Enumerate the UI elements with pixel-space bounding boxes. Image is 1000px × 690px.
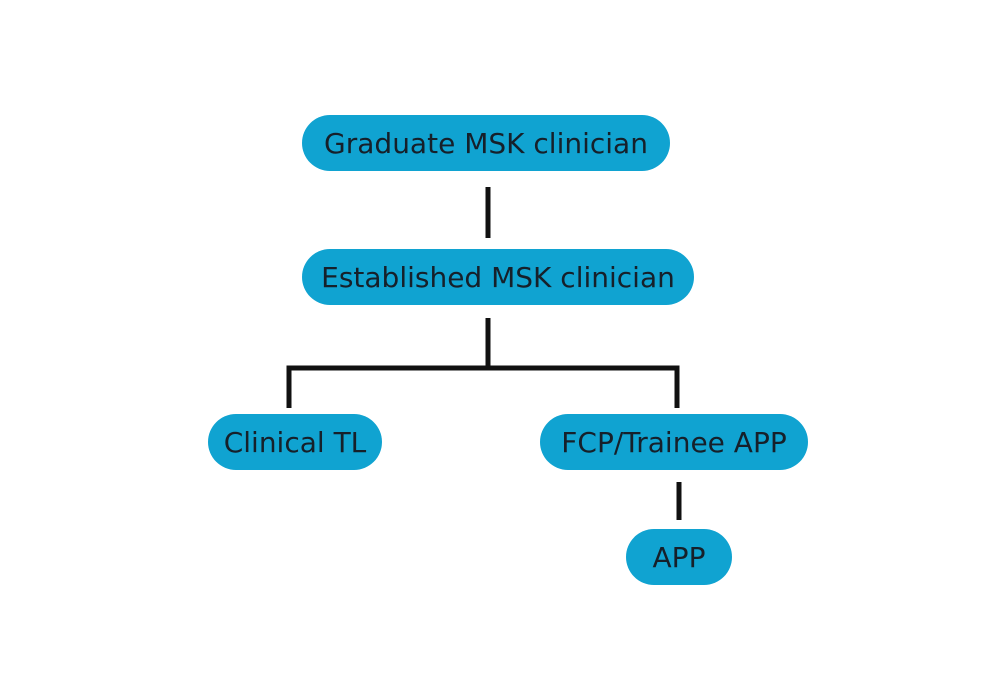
node-label: Clinical TL xyxy=(223,425,367,459)
node-label: Graduate MSK clinician xyxy=(324,126,648,160)
node-fcp-trainee-app: FCP/Trainee APP xyxy=(540,414,808,470)
node-label: APP xyxy=(652,540,706,574)
node-graduate-msk-clinician: Graduate MSK clinician xyxy=(302,115,670,171)
node-label: Established MSK clinician xyxy=(321,260,675,294)
node-app: APP xyxy=(626,529,732,585)
node-clinical-tl: Clinical TL xyxy=(208,414,382,470)
node-established-msk-clinician: Established MSK clinician xyxy=(302,249,694,305)
node-label: FCP/Trainee APP xyxy=(561,425,787,459)
